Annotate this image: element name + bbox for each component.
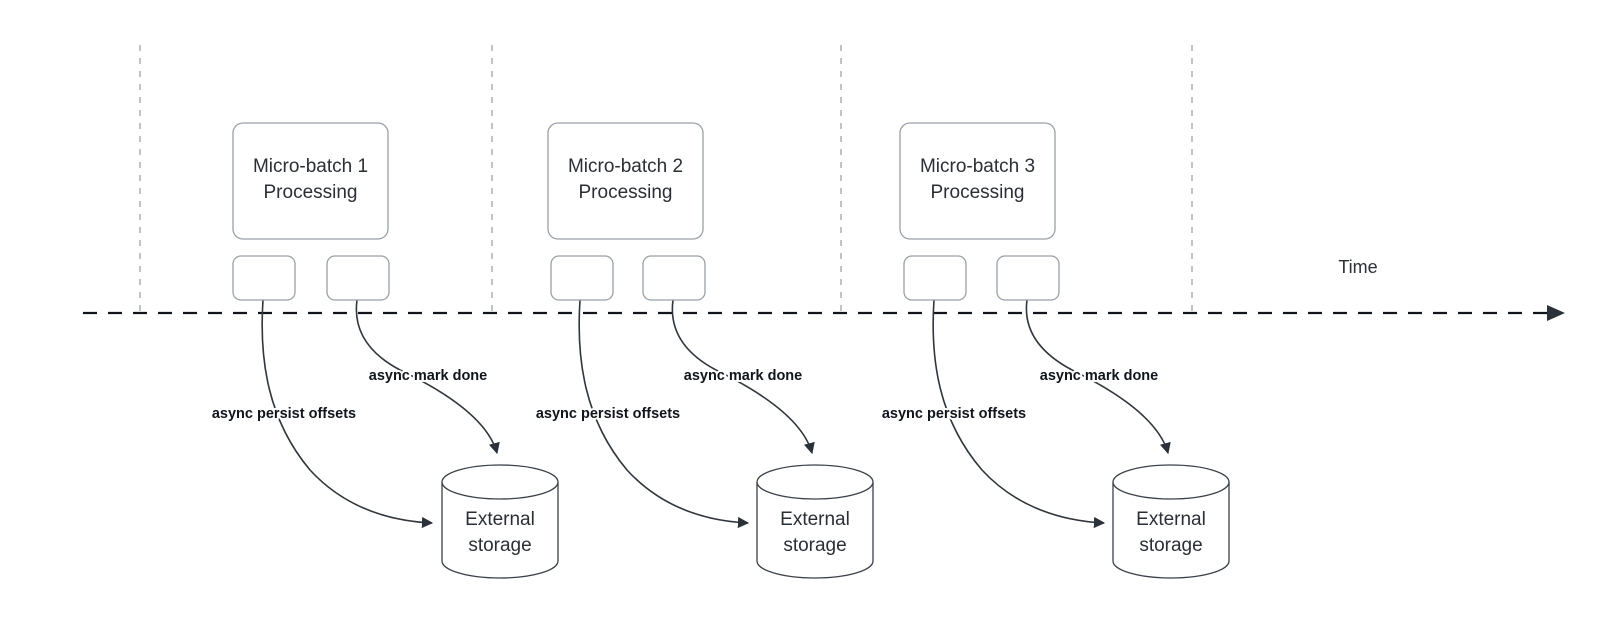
batch-3-storage-body bbox=[1112, 482, 1230, 579]
batch-2-storage-top bbox=[756, 464, 874, 500]
batch-2-storage-label-line2: storage bbox=[783, 535, 846, 556]
batch-3-storage-label-line1: External bbox=[1136, 509, 1206, 530]
async-mark-done-2-label: async mark done bbox=[684, 368, 802, 384]
task-box-2b[interactable] bbox=[642, 255, 706, 301]
batch-2-storage-label-line1: External bbox=[780, 509, 850, 530]
async-persist-offsets-2-label-halo: async persist offsets bbox=[536, 406, 680, 422]
async-mark-done-1-curve bbox=[355, 299, 500, 455]
batch-1-label-line2: Processing bbox=[264, 182, 358, 203]
batch-2-box[interactable] bbox=[547, 122, 704, 240]
task-box-1a[interactable] bbox=[232, 255, 296, 301]
batch-3-label-line2: Processing bbox=[931, 182, 1025, 203]
batch-1-box[interactable] bbox=[232, 122, 389, 240]
time-axis: Time bbox=[83, 257, 1565, 321]
async-mark-done-2-label-halo: async mark done bbox=[684, 368, 802, 384]
batch-1-storage-body bbox=[441, 482, 559, 579]
task-box-3b[interactable] bbox=[996, 255, 1060, 301]
async-persist-offsets-2-label: async persist offsets bbox=[536, 406, 680, 422]
batch-2-storage-body bbox=[756, 482, 874, 579]
task-box-1b[interactable] bbox=[326, 255, 390, 301]
batch-2-label-line1: Micro-batch 2 bbox=[568, 156, 683, 177]
batch-1-storage-label-line2: storage bbox=[468, 535, 531, 556]
async-mark-done-2-curve bbox=[671, 299, 815, 455]
async-mark-done-1-label-halo: async mark done bbox=[369, 368, 487, 384]
batch-3-box[interactable] bbox=[899, 122, 1056, 240]
time-axis-arrowhead bbox=[1547, 305, 1565, 321]
batch-1-storage-top bbox=[441, 464, 559, 500]
async-mark-done-3-curve bbox=[1025, 299, 1171, 455]
batch-3-storage-top bbox=[1112, 464, 1230, 500]
async-persist-offsets-1-label: async persist offsets bbox=[212, 406, 356, 422]
batch-3-storage-label-line2: storage bbox=[1139, 535, 1202, 556]
async-mark-done-1-label: async mark done bbox=[369, 368, 487, 384]
async-persist-offsets-3-curve bbox=[932, 299, 1106, 529]
batch-3-label-line1: Micro-batch 3 bbox=[920, 156, 1035, 177]
async-mark-done-3-label-halo: async mark done bbox=[1040, 368, 1158, 384]
async-persist-offsets-3-label: async persist offsets bbox=[882, 406, 1026, 422]
batch-1-storage-label-line1: External bbox=[465, 509, 535, 530]
async-persist-offsets-1-label-halo: async persist offsets bbox=[212, 406, 356, 422]
async-mark-done-3-label: async mark done bbox=[1040, 368, 1158, 384]
batch-2-label-line2: Processing bbox=[579, 182, 673, 203]
task-box-3a[interactable] bbox=[903, 255, 967, 301]
async-persist-offsets-1-curve bbox=[261, 299, 434, 529]
time-axis-label: Time bbox=[1338, 257, 1377, 277]
batch-1-label-line1: Micro-batch 1 bbox=[253, 156, 368, 177]
task-box-2a[interactable] bbox=[550, 255, 614, 301]
async-persist-offsets-2-curve bbox=[578, 299, 750, 529]
tick-lines bbox=[139, 45, 1193, 313]
async-persist-offsets-3-label-halo: async persist offsets bbox=[882, 406, 1026, 422]
